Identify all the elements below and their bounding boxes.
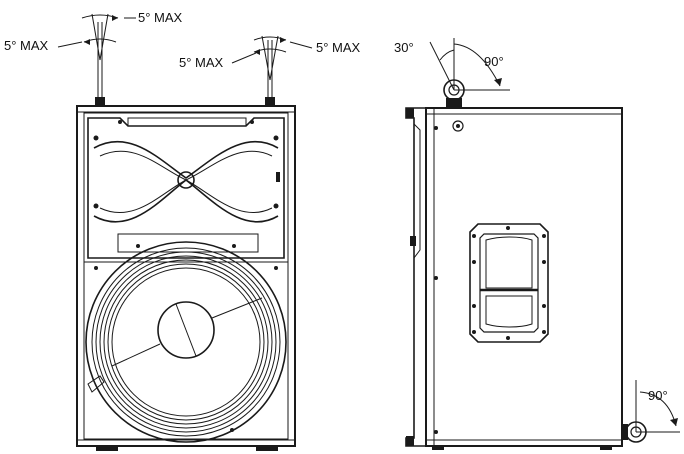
label-5-max-d: 5° MAX: [316, 40, 361, 55]
front-foot-right: [256, 446, 278, 451]
top-rigging-point: [429, 38, 510, 108]
horn-panel: [87, 117, 285, 259]
label-90-deg-bottom: 90°: [648, 388, 668, 403]
label-90-deg-top: 90°: [484, 54, 504, 69]
bottom-rigging-point: [622, 380, 680, 443]
side-handle: [469, 223, 549, 343]
side-view: 30° 90° 90°: [394, 38, 680, 450]
front-pole-mount-left: [95, 97, 105, 107]
front-view: 5° MAX 5° MAX 5° MAX 5° MAX: [4, 10, 361, 451]
label-30-deg: 30°: [394, 40, 414, 55]
front-pole-mount-right: [265, 97, 275, 107]
front-cabinet-outline: [76, 105, 296, 447]
side-cabinet-outline: [425, 107, 623, 447]
horn-driver-throat: [177, 171, 195, 189]
woofer: [84, 241, 288, 443]
front-cabinet-inner: [83, 112, 289, 440]
label-5-max-b: 5° MAX: [4, 38, 49, 53]
woofer-dust-cap: [157, 301, 215, 359]
label-5-max-c: 5° MAX: [179, 55, 224, 70]
label-5-max-a: 5° MAX: [138, 10, 183, 25]
front-foot-left: [96, 446, 118, 451]
